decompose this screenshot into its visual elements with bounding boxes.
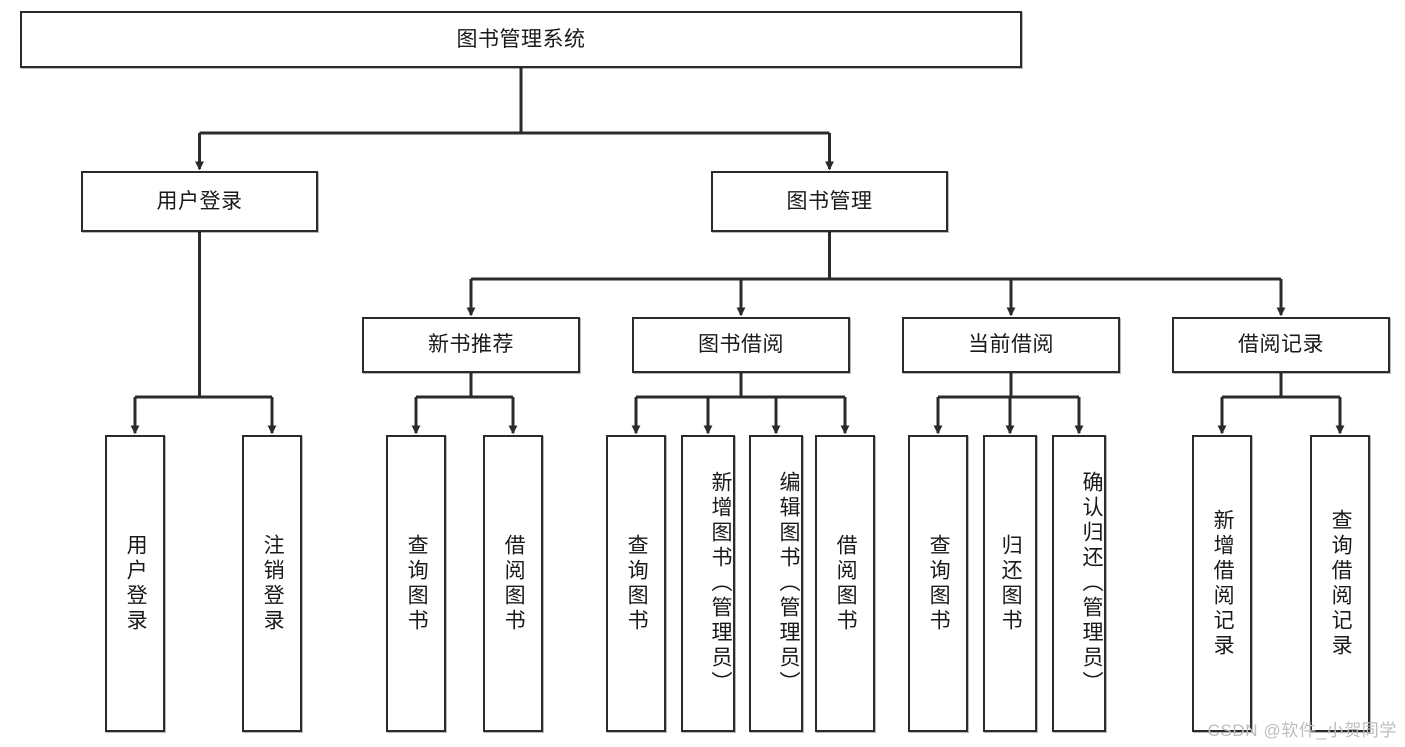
node-root[interactable]: 图书管理系统 xyxy=(20,11,1022,68)
node-login[interactable]: 用户登录 xyxy=(81,171,318,232)
node-records[interactable]: 借阅记录 xyxy=(1172,317,1390,373)
node-l-bo-edit[interactable]: 编辑图书（管理员） xyxy=(749,435,803,732)
node-current[interactable]: 当前借阅 xyxy=(902,317,1120,373)
node-newbook[interactable]: 新书推荐 xyxy=(362,317,580,373)
node-l-logout[interactable]: 注销登录 xyxy=(242,435,302,732)
node-borrow[interactable]: 图书借阅 xyxy=(632,317,850,373)
node-l-bo-query[interactable]: 查询图书 xyxy=(606,435,666,732)
node-l-cu-conf[interactable]: 确认归还（管理员） xyxy=(1052,435,1106,732)
node-l-bo-add[interactable]: 新增图书（管理员） xyxy=(681,435,735,732)
watermark: CSDN @软件_小贺同学 xyxy=(1207,721,1397,740)
node-l-userlogin[interactable]: 用户登录 xyxy=(105,435,165,732)
node-l-cu-query[interactable]: 查询图书 xyxy=(908,435,968,732)
node-l-re-query[interactable]: 查询借阅记录 xyxy=(1310,435,1370,732)
edge-group xyxy=(130,68,1345,435)
node-l-nb-query[interactable]: 查询图书 xyxy=(386,435,446,732)
node-bookmgmt[interactable]: 图书管理 xyxy=(711,171,948,232)
node-l-re-add[interactable]: 新增借阅记录 xyxy=(1192,435,1252,732)
node-l-nb-borrow[interactable]: 借阅图书 xyxy=(483,435,543,732)
node-l-bo-borrow[interactable]: 借阅图书 xyxy=(815,435,875,732)
node-l-cu-return[interactable]: 归还图书 xyxy=(983,435,1037,732)
